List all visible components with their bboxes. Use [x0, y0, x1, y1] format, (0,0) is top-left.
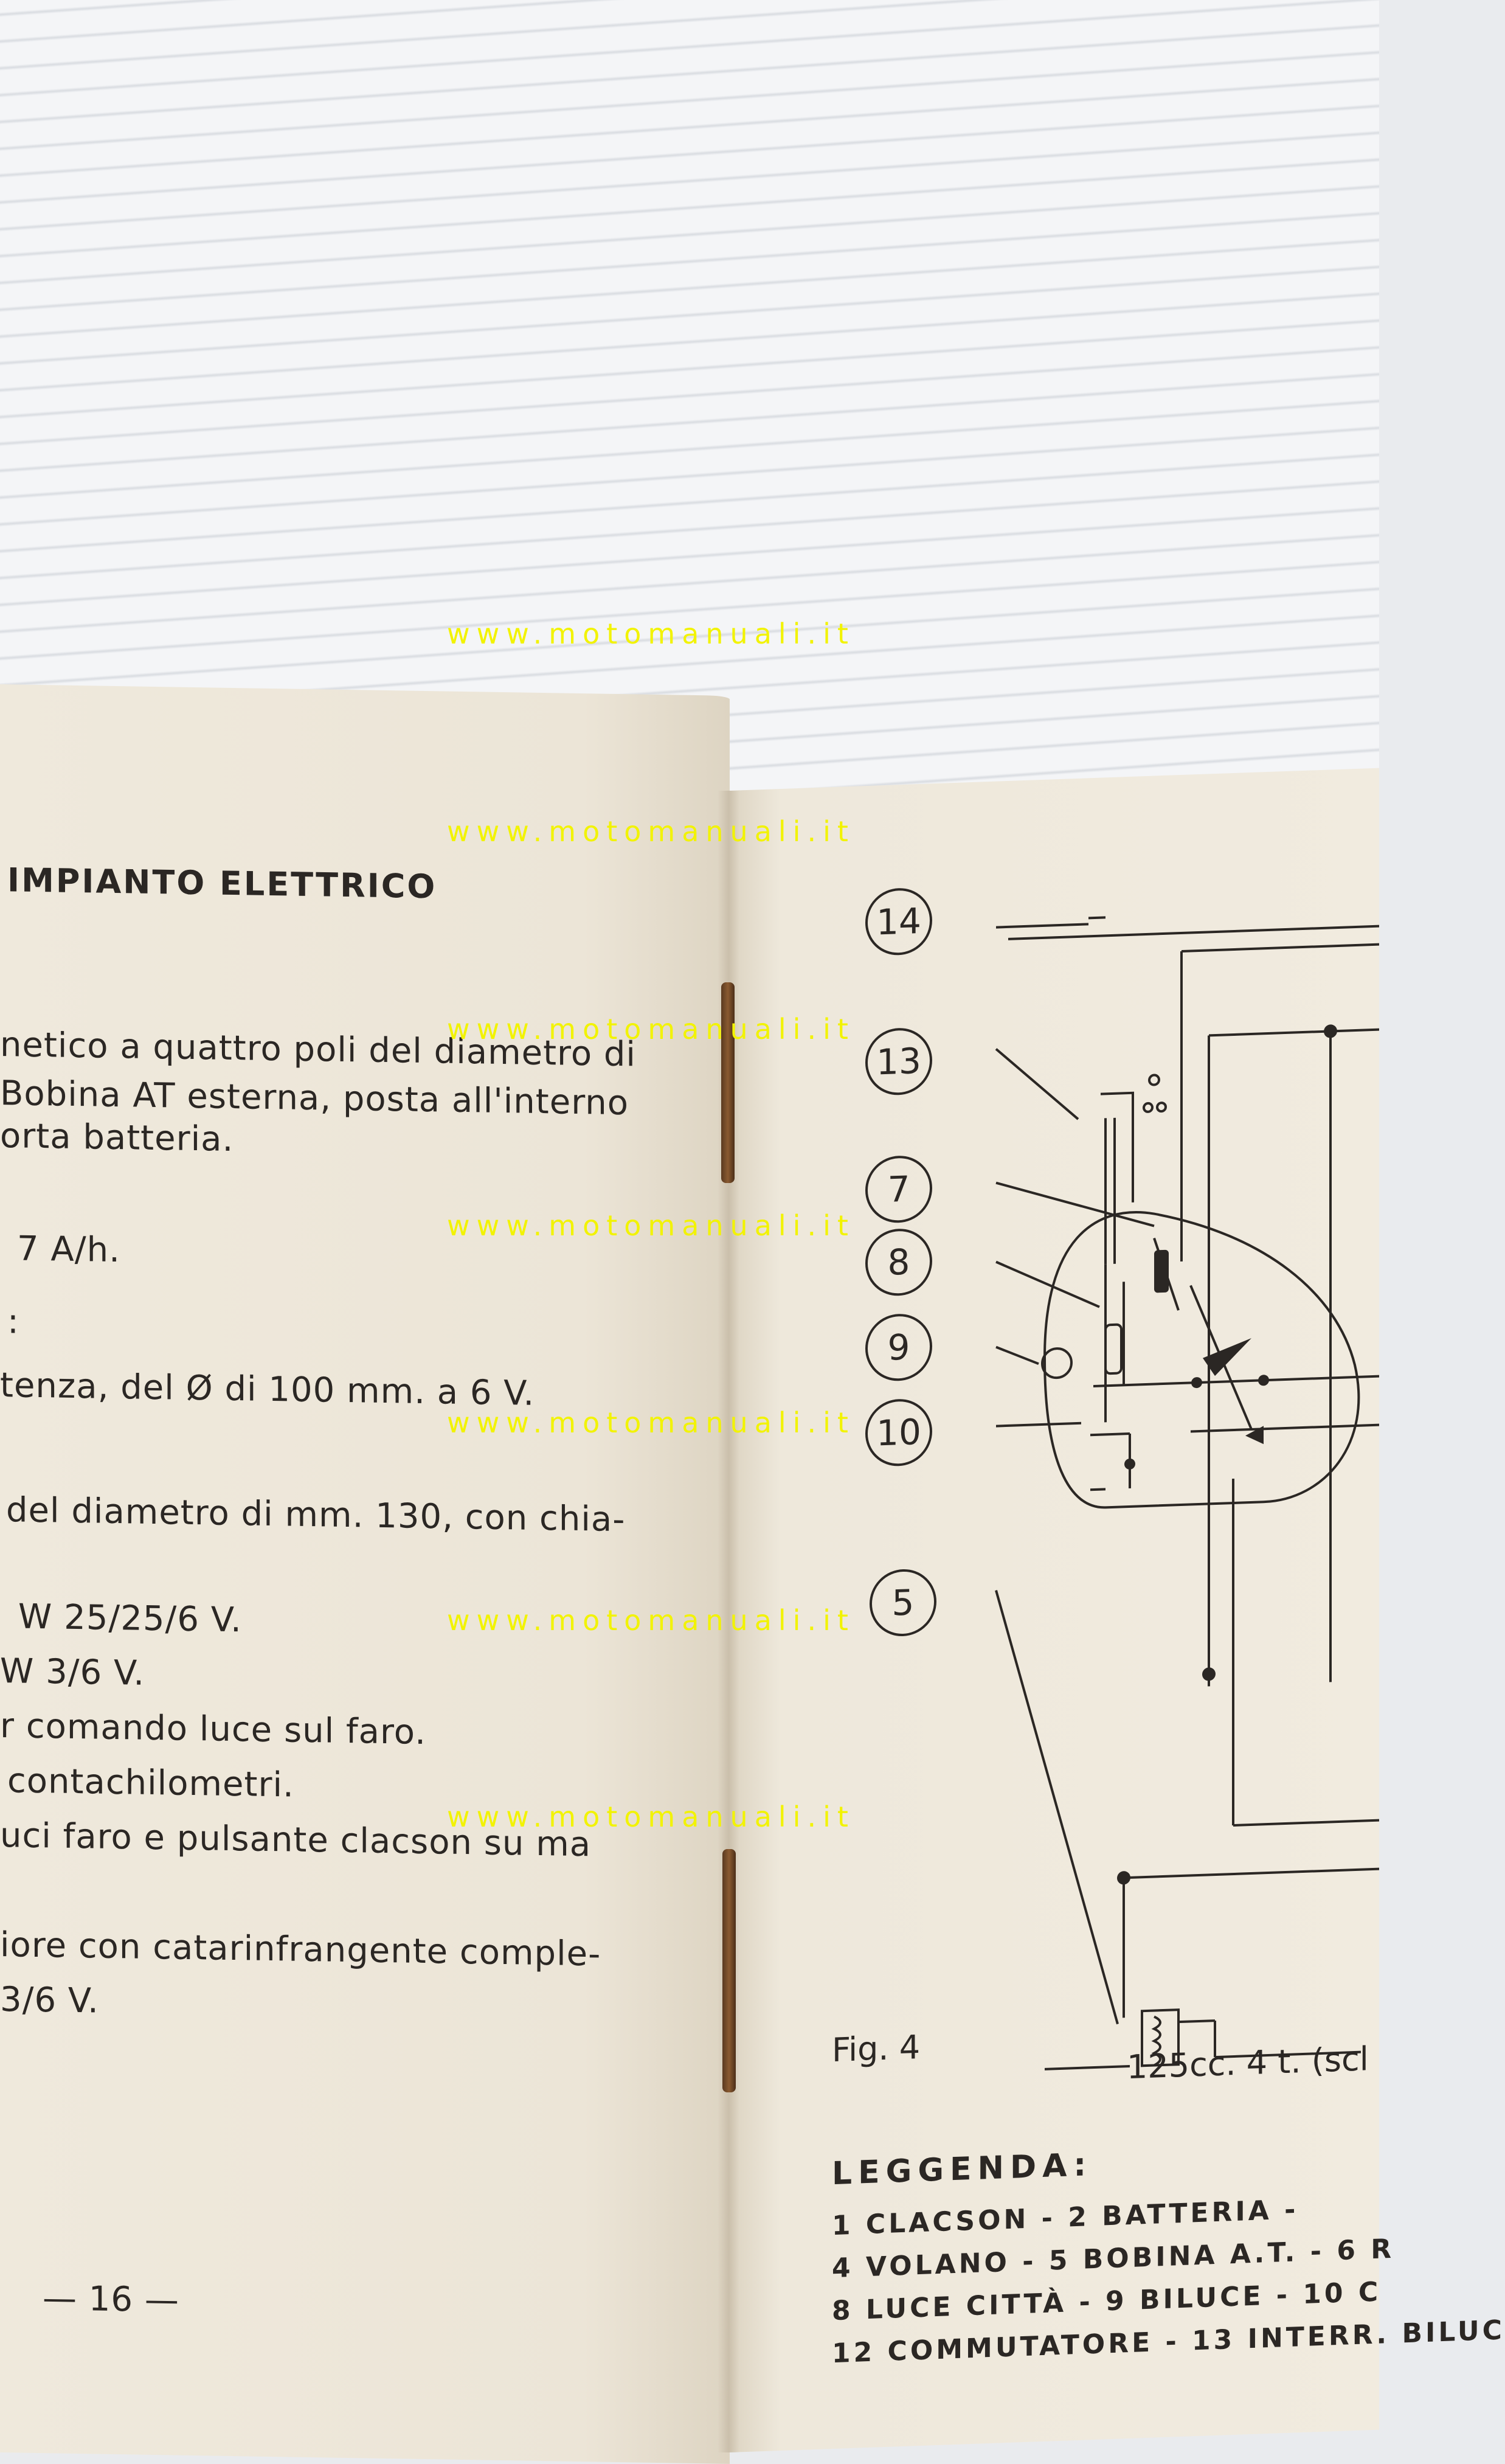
leader-line [995, 1345, 1039, 1366]
terminal [1148, 1074, 1160, 1086]
lamp-symbol [1154, 1249, 1169, 1293]
bulb-symbol [1041, 1347, 1073, 1379]
wire [1008, 925, 1379, 940]
text-line: W 25/25/6 V. [18, 1597, 242, 1640]
junction-node [1117, 1871, 1130, 1885]
switch-symbol [1203, 1338, 1251, 1376]
text-line: iore con catarinfrangente comple- [0, 1925, 601, 1974]
leader-line [996, 1421, 1081, 1428]
text-line: : [7, 1302, 19, 1342]
watermark-text: www.motomanuali.it [447, 1800, 855, 1833]
wire [1209, 1028, 1379, 1037]
rusty-staple [721, 982, 735, 1183]
coil-core [1141, 2008, 1180, 2067]
watermark-text: www.motomanuali.it [447, 1604, 855, 1637]
wire [1264, 1375, 1379, 1382]
junction-node [1124, 1458, 1135, 1470]
wire [1233, 1819, 1379, 1827]
headlamp-outline [1043, 1211, 1360, 1509]
wire [1093, 1381, 1197, 1388]
leader-line [995, 1260, 1100, 1308]
wire [1197, 1379, 1264, 1384]
wire [1088, 916, 1105, 920]
ground-symbol [1090, 1488, 1105, 1491]
watermark-text: www.motomanuali.it [447, 815, 855, 848]
text-line: 7 A/h. [17, 1229, 120, 1271]
watermark-text: www.motomanuali.it [447, 617, 855, 650]
wire [1101, 1091, 1134, 1203]
coil-winding [1151, 2015, 1161, 2067]
watermark-text: www.motomanuali.it [447, 1209, 855, 1242]
junction-node [1191, 1377, 1202, 1389]
leader-line [995, 1590, 1119, 2025]
text-line: orta batteria. [0, 1116, 234, 1160]
text-line: Bobina AT esterna, posta all'interno [0, 1074, 629, 1123]
left-page: IMPIANTO ELETTRICO netico a quattro poli… [0, 684, 730, 2464]
leader-line [996, 923, 1088, 929]
wire [1124, 1867, 1379, 1879]
terminal [1143, 1102, 1154, 1113]
text-line: del diametro di mm. 130, con chia- [6, 1490, 626, 1540]
wire [1178, 2019, 1215, 2024]
text-line: W 3/6 V. [0, 1651, 145, 1693]
diode-symbol [1245, 1426, 1264, 1445]
leader-line [995, 1181, 1155, 1227]
wire [1090, 1432, 1130, 1437]
leader-line [995, 1048, 1079, 1120]
page-number: — 16 — [43, 2278, 179, 2320]
right-page: 14 13 7 8 9 10 5 Fig. 4 125cc. 4 t. (scl… [728, 768, 1505, 2452]
text-line: contachilometri. [7, 1761, 294, 1805]
junction-node [1202, 1667, 1216, 1681]
terminal [1156, 1102, 1167, 1113]
watermark-text: www.motomanuali.it [447, 1013, 855, 1046]
fuse-symbol [1104, 1323, 1123, 1375]
junction-node [1258, 1375, 1269, 1386]
wire [1215, 2050, 1361, 2059]
figure-label: Fig. 4 [832, 2027, 921, 2070]
wiring-diagram [995, 916, 1379, 2070]
text-line: r comando luce sul faro. [0, 1706, 426, 1753]
watermark-text: www.motomanuali.it [447, 1406, 855, 1439]
wire [1191, 1423, 1379, 1433]
text-line: 3/6 V. [0, 1980, 99, 2021]
wire [1045, 2064, 1130, 2070]
rusty-staple [722, 1849, 736, 2092]
junction-node [1324, 1024, 1337, 1038]
wire [1182, 943, 1379, 953]
section-heading: IMPIANTO ELETTRICO [7, 861, 437, 906]
